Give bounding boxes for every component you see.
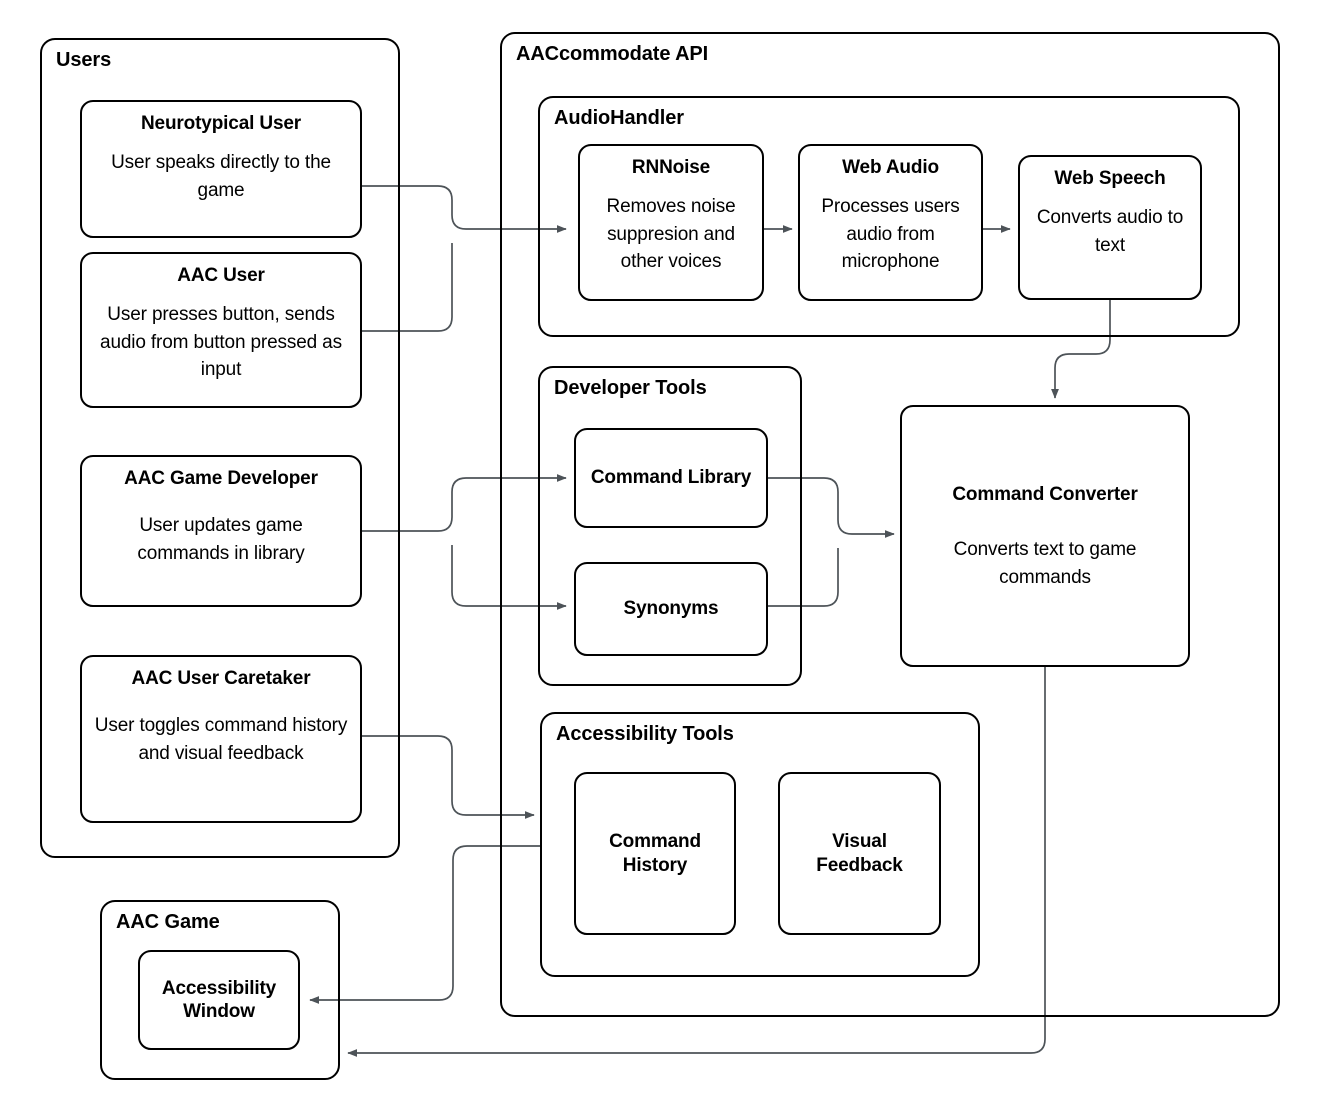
node-command-history[interactable]: Command History [574, 772, 736, 935]
node-web-speech[interactable]: Web Speech Converts audio to text [1018, 155, 1202, 300]
node-visual-feedback[interactable]: Visual Feedback [778, 772, 941, 935]
node-command-library[interactable]: Command Library [574, 428, 768, 528]
node-accessibility-window[interactable]: Accessibility Window [138, 950, 300, 1050]
group-users: Users [40, 38, 400, 858]
group-audiohandler-title: AudioHandler [554, 107, 684, 129]
group-aac-game-title: AAC Game [116, 911, 220, 933]
node-command-history-title: Command History [609, 831, 701, 876]
node-command-library-title: Command Library [590, 467, 752, 489]
node-neurotypical-user-title: Neurotypical User [140, 113, 302, 134]
node-aac-game-developer-title: AAC Game Developer [124, 468, 318, 489]
node-web-audio[interactable]: Web Audio Processes users audio from mic… [798, 144, 983, 301]
node-web-speech-desc: Converts audio to text [1036, 207, 1184, 256]
group-users-title: Users [56, 49, 112, 71]
group-developer-tools-title: Developer Tools [554, 377, 707, 399]
node-accessibility-window-title: Accessibility Window [161, 977, 277, 1022]
node-web-speech-title: Web Speech [1054, 168, 1166, 189]
node-rnnoise[interactable]: RNNoise Removes noise suppresion and oth… [578, 144, 764, 301]
node-command-converter-title: Command Converter [952, 483, 1138, 505]
node-command-converter[interactable]: Command Converter Converts text to game … [900, 405, 1190, 667]
node-neurotypical-user-desc: User speaks directly to the game [111, 152, 331, 201]
node-aac-user-caretaker-title: AAC User Caretaker [131, 668, 311, 689]
group-aaccommodate-api-title: AACcommodate API [516, 43, 709, 65]
node-aac-user-caretaker-desc: User toggles command history and visual … [94, 715, 348, 764]
node-rnnoise-desc: Removes noise suppresion and other voice… [606, 196, 736, 273]
node-web-audio-title: Web Audio [842, 157, 939, 178]
group-accessibility-tools-title: Accessibility Tools [556, 723, 734, 745]
node-aac-user[interactable]: AAC User User presses button, sends audi… [80, 252, 362, 408]
node-synonyms-title: Synonyms [623, 598, 719, 620]
node-aac-user-desc: User presses button, sends audio from bu… [100, 304, 342, 381]
node-web-audio-desc: Processes users audio from microphone [821, 196, 960, 273]
node-aac-user-caretaker[interactable]: AAC User Caretaker User toggles command … [80, 655, 362, 823]
node-rnnoise-title: RNNoise [631, 157, 711, 178]
node-aac-game-developer-desc: User updates game commands in library [137, 515, 305, 564]
node-visual-feedback-title: Visual Feedback [816, 831, 903, 876]
node-command-converter-desc: Converts text to game commands [953, 539, 1137, 588]
node-aac-user-title: AAC User [177, 265, 265, 286]
node-aac-game-developer[interactable]: AAC Game Developer User updates game com… [80, 455, 362, 607]
node-neurotypical-user[interactable]: Neurotypical User User speaks directly t… [80, 100, 362, 238]
node-synonyms[interactable]: Synonyms [574, 562, 768, 656]
